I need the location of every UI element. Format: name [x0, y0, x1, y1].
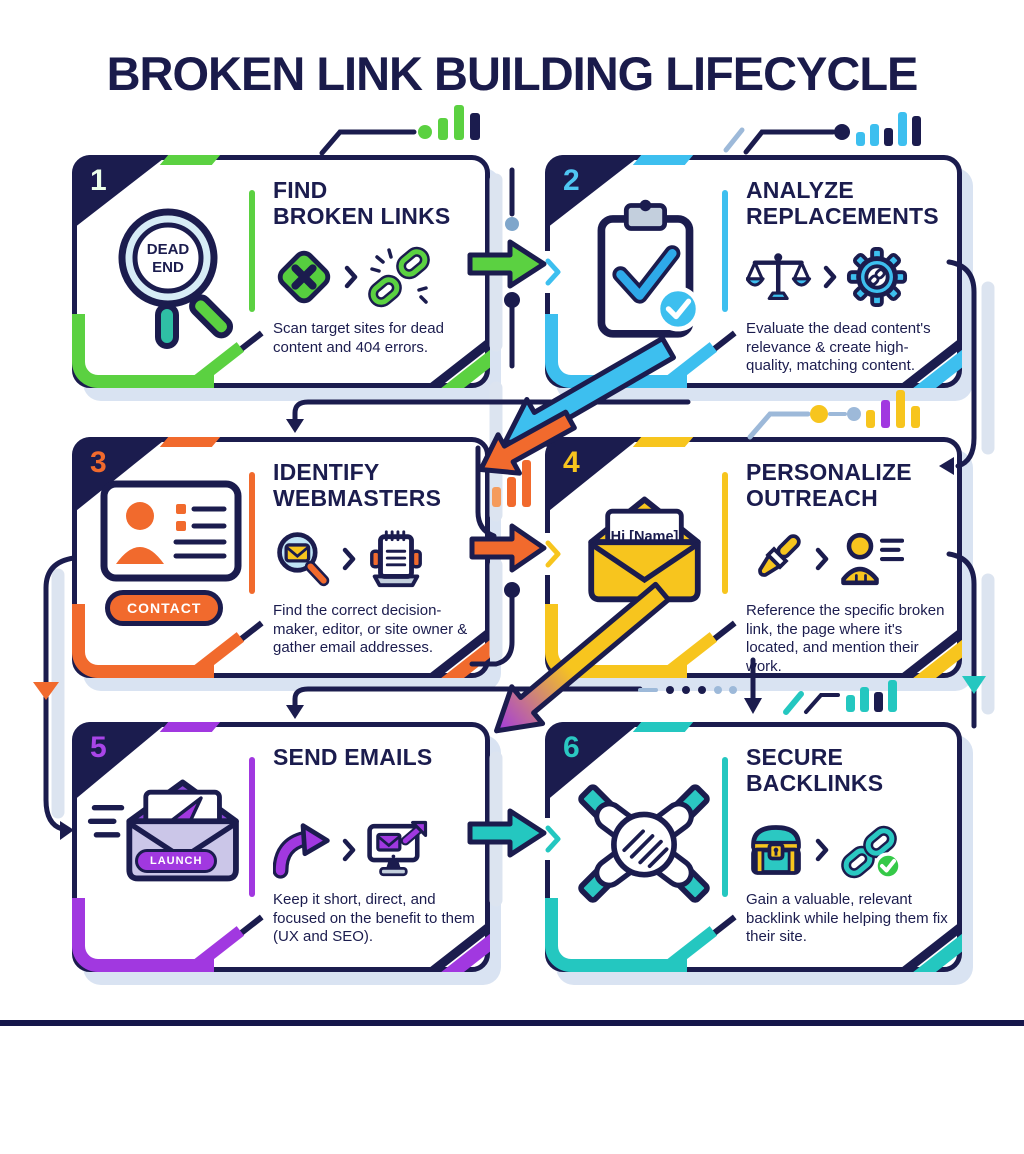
magnifier-dead-end-icon: DEAD END — [89, 194, 253, 366]
step-description: Reference the specific broken link, the … — [746, 602, 945, 675]
connector-top-card4 — [747, 405, 861, 440]
connector-card3-to-card5 — [33, 555, 77, 840]
chevron-notch-icon — [540, 533, 565, 575]
contact-badge: CONTACT — [105, 590, 224, 626]
accent-divider — [249, 472, 255, 594]
card-accents — [72, 722, 490, 972]
person-profile-icon — [841, 532, 904, 586]
chevron-right-icon — [344, 265, 358, 289]
mini-icon-row — [746, 238, 951, 316]
step-card-1: 1 DEAD END FIND BROKEN LINKS — [72, 155, 490, 388]
step-number: 2 — [563, 164, 580, 197]
hands-teamwork-icon — [562, 767, 726, 939]
step-card-2: 2 ANALYZE REPLACEMENTS — [540, 155, 962, 388]
connector-top-card1 — [319, 129, 417, 156]
accent-divider — [722, 757, 728, 897]
step-title: PERSONALIZE OUTREACH — [746, 459, 912, 511]
clipboard-check-icon — [562, 194, 726, 366]
step-card-6: 6 — [540, 722, 962, 972]
bar-chart-yellow-icon — [866, 390, 920, 428]
bar-chart-blue-icon — [834, 112, 921, 146]
connector-top-card6 — [783, 691, 840, 715]
accent-divider — [249, 757, 255, 897]
step-number: 4 — [563, 446, 580, 479]
search-email-icon — [277, 532, 330, 587]
connector-top-card2 — [723, 127, 836, 155]
rolodex-icon — [370, 530, 422, 588]
broken-chain-icon — [368, 246, 430, 308]
bar-chart-orange-icon — [492, 460, 531, 507]
page-title: BROKEN LINK BUILDING LIFECYCLE — [106, 47, 919, 100]
step-number: 1 — [90, 164, 107, 197]
accent-divider — [722, 472, 728, 594]
step-description: Keep it short, direct, and focused on th… — [273, 891, 475, 946]
step-description: Evaluate the dead content's relevance & … — [746, 320, 931, 375]
step-title: SEND EMAILS — [273, 744, 433, 770]
step-description: Find the correct decision-maker, editor,… — [273, 602, 468, 657]
elbow-arrow-into-card3 — [286, 399, 691, 433]
error-diamond-icon — [277, 250, 331, 304]
step-card-5: 5 LAUNCH SEND EMAILS — [72, 722, 490, 972]
step-title: IDENTIFY WEBMASTERS — [273, 459, 442, 511]
step-title: SECURE BACKLINKS — [746, 744, 884, 796]
step-number: 6 — [563, 731, 580, 764]
step-number: 3 — [90, 446, 107, 479]
accent-divider — [249, 190, 255, 312]
mini-icon-row — [746, 520, 951, 598]
chevron-right-icon — [823, 265, 837, 289]
mini-icon-row — [273, 238, 478, 316]
chevron-right-icon — [815, 838, 829, 862]
step-card-4: 4 Hi [Name] PERSONALIZE OUTREACH — [540, 437, 962, 678]
lens-label: DEAD — [147, 241, 190, 258]
chevron-notch-icon — [540, 818, 565, 860]
chevron-right-icon — [342, 547, 356, 571]
step-title: FIND BROKEN LINKS — [273, 177, 451, 229]
card-accents — [72, 155, 490, 388]
gear-link-icon — [846, 246, 908, 308]
accent-divider — [722, 190, 728, 312]
lens-label: END — [152, 259, 184, 276]
swoosh-arrow-icon — [273, 823, 330, 879]
dotted-line-decoration — [638, 686, 737, 694]
bar-chart-green-icon — [418, 105, 480, 140]
step-description: Gain a valuable, relevant backlink while… — [746, 891, 948, 946]
mini-icon-row — [273, 811, 478, 889]
footer-rule — [0, 1020, 1024, 1026]
chain-check-icon — [841, 825, 902, 880]
launch-badge: LAUNCH — [135, 849, 218, 873]
step-description: Scan target sites for dead content and 4… — [273, 320, 444, 356]
step-card-3: 3 CONTACT IDENTIFY WEBMASTERS — [72, 437, 490, 678]
chevron-notch-icon — [540, 251, 565, 293]
mini-icon-row — [746, 811, 951, 889]
elbow-arrow-into-card5 — [286, 686, 643, 719]
balance-scale-icon — [746, 253, 812, 301]
step-title: ANALYZE REPLACEMENTS — [746, 177, 939, 229]
step-number: 5 — [90, 731, 107, 764]
treasure-chest-icon — [751, 825, 801, 875]
paintbrush-icon — [758, 534, 801, 577]
circuit-decoration-top — [504, 167, 520, 369]
chevron-right-icon — [342, 838, 356, 862]
mini-icon-row — [273, 520, 478, 598]
open-envelope-letter-icon: Hi [Name] — [562, 484, 726, 656]
monitor-mail-icon — [367, 820, 428, 877]
chevron-right-icon — [815, 547, 829, 571]
bar-chart-teal-icon — [846, 680, 897, 712]
contact-card-icon — [89, 476, 253, 648]
